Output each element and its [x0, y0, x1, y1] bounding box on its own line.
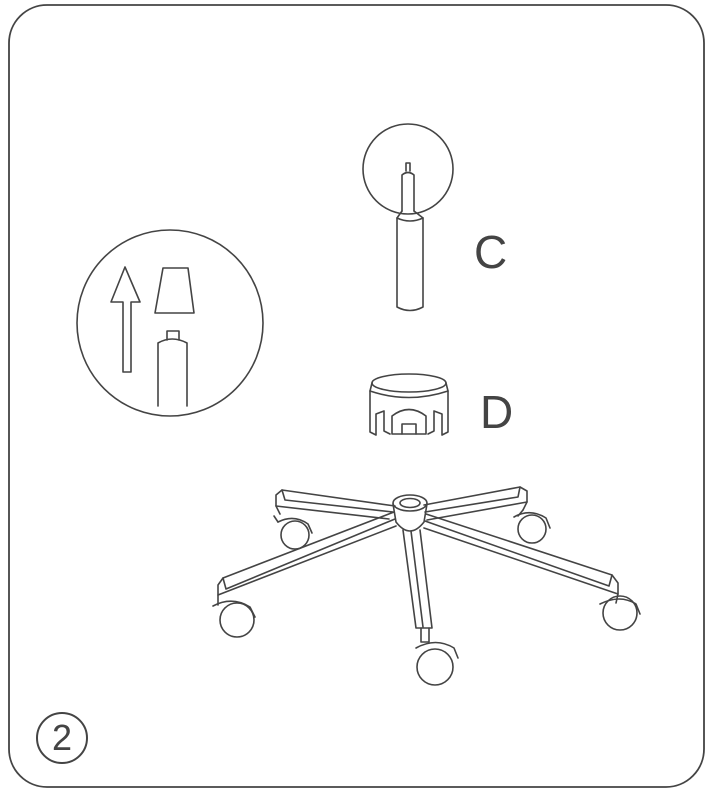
star-base: [213, 487, 640, 685]
cover-part: [370, 374, 448, 435]
insert-detail-callout: [77, 230, 263, 416]
up-arrow-icon: [111, 267, 140, 372]
caster-front-left: [213, 595, 255, 637]
gas-lift-part: [363, 124, 453, 311]
part-label-d: D: [480, 389, 513, 435]
step-number-badge: 2: [36, 712, 88, 764]
caster-back-left: [274, 516, 312, 549]
caster-front: [416, 628, 458, 685]
caster-back-right: [514, 510, 550, 543]
caster-front-right: [600, 594, 640, 630]
part-label-c: C: [474, 229, 507, 275]
